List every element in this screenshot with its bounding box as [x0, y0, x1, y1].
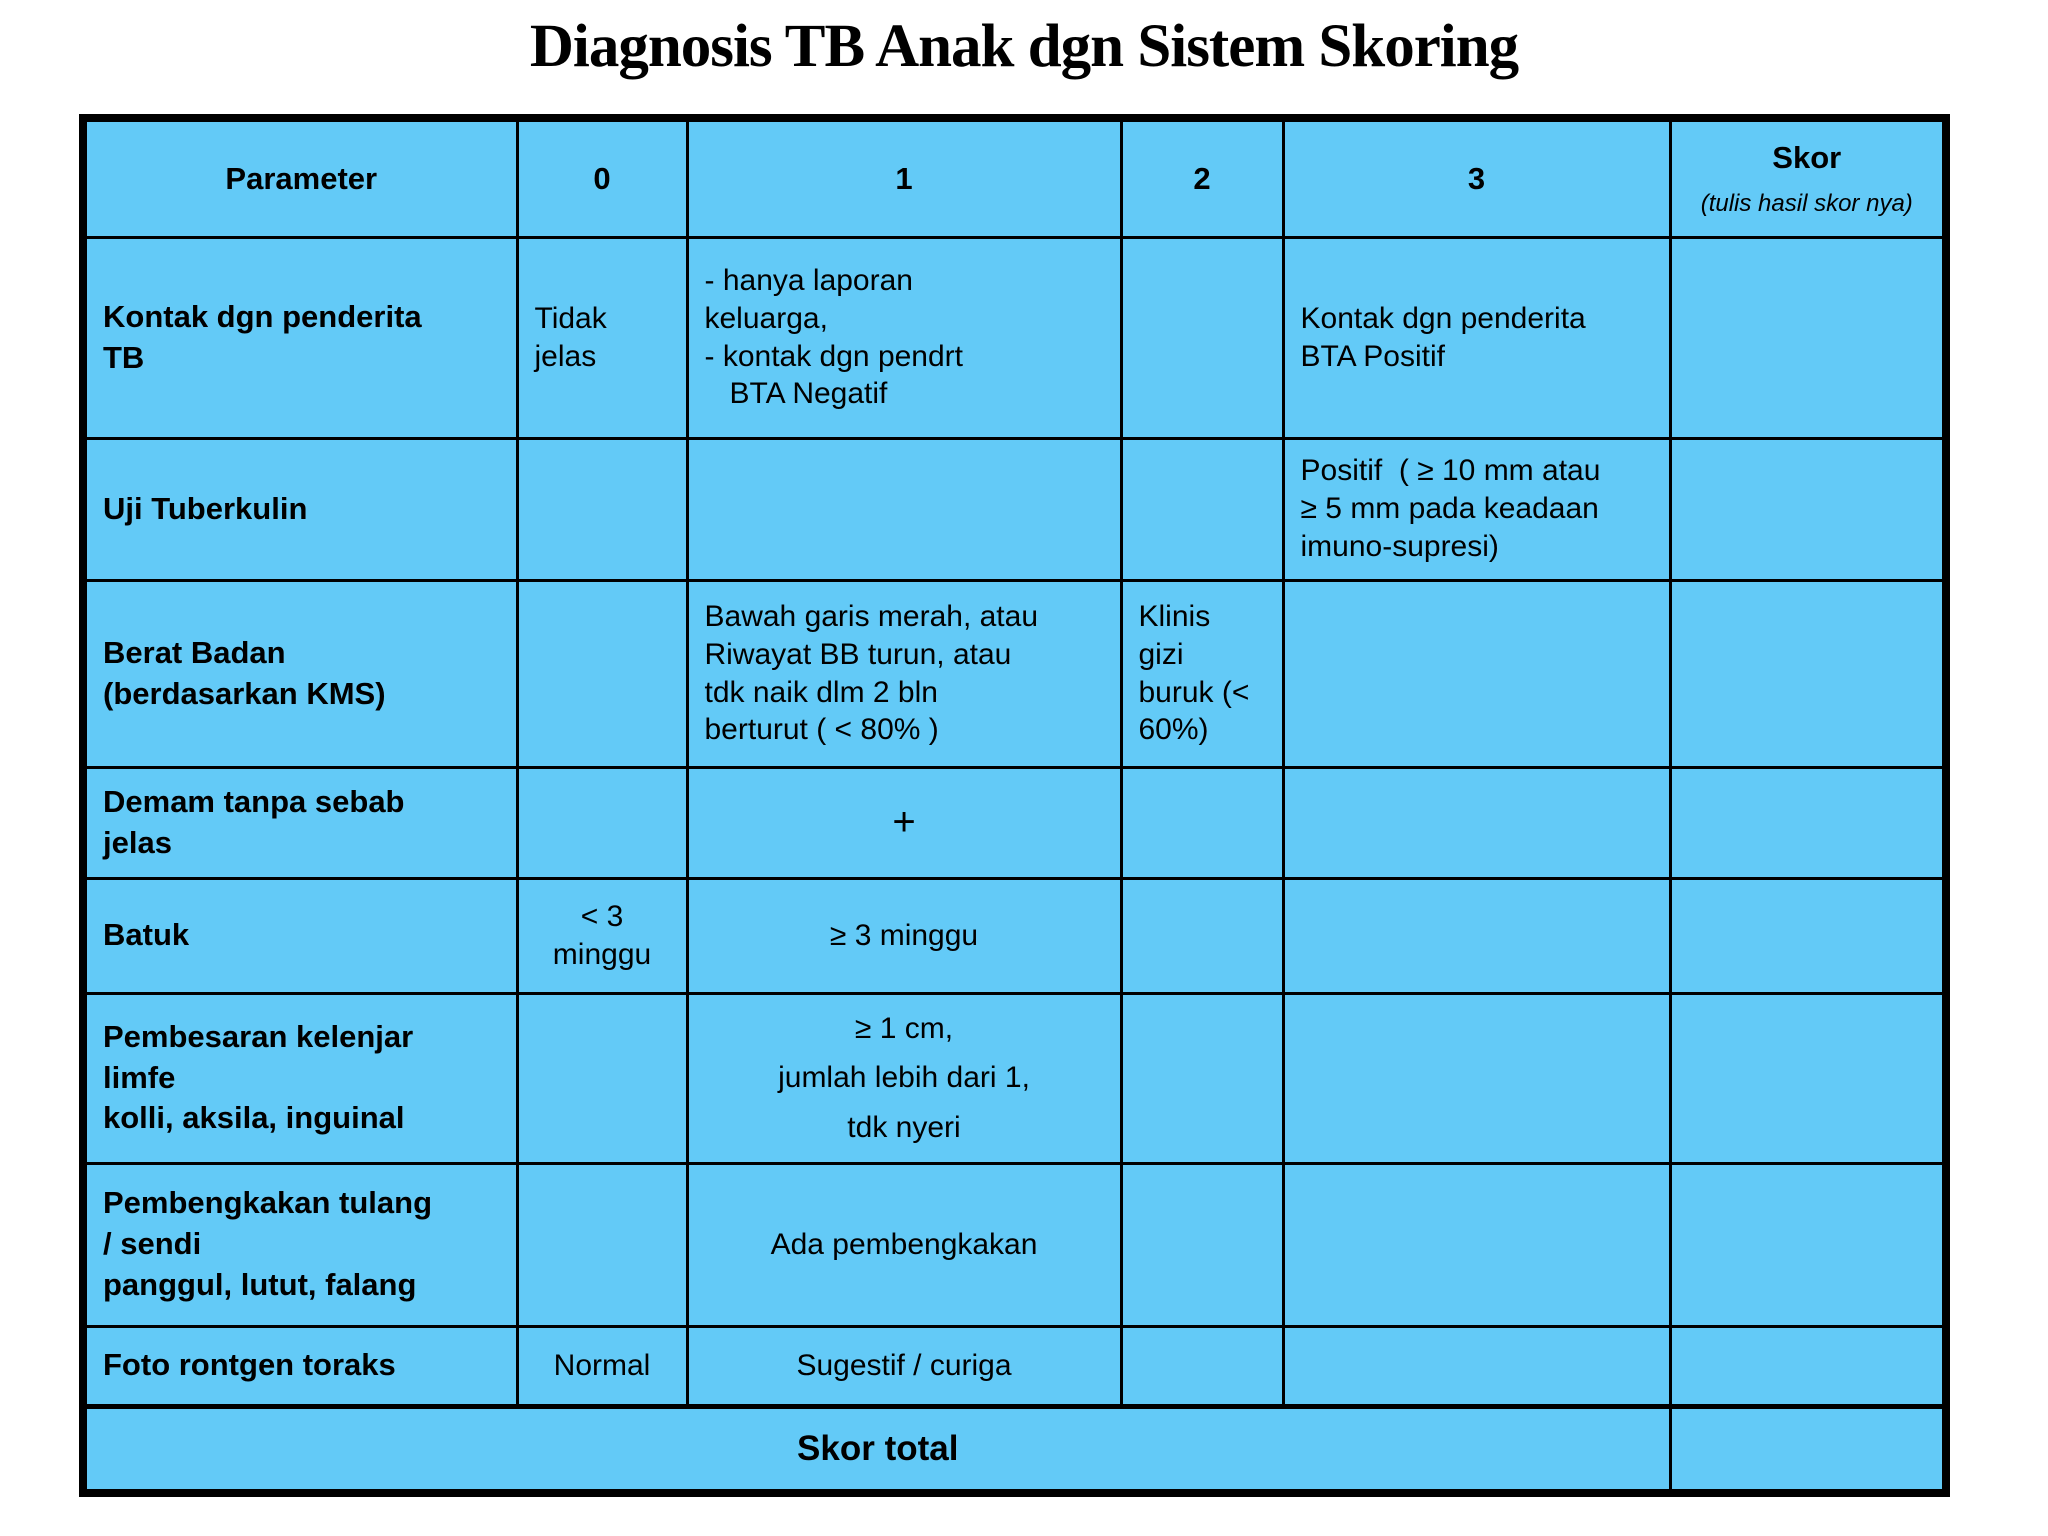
cell-limfe-score0 — [515, 991, 689, 1165]
cell-kontak-score2 — [1119, 235, 1285, 440]
cell-limfe-score3 — [1281, 991, 1672, 1165]
cell-demam-score3 — [1281, 765, 1672, 880]
skor-total-label: Skor total — [81, 1403, 1672, 1495]
cell-demam-score0 — [515, 765, 689, 880]
row-uji-tuberkulin: Uji Tuberkulin Positif ( ≥ 10 mm atau ≥ … — [81, 436, 1948, 582]
cell-demam-score1: + — [685, 765, 1123, 880]
cell-tulang-score3 — [1281, 1161, 1672, 1328]
header-parameter: Parameter — [81, 116, 519, 239]
cell-tulang-skor — [1668, 1161, 1948, 1328]
cell-foto-score1: Sugestif / curiga — [685, 1324, 1123, 1408]
header-score-1: 1 — [685, 116, 1123, 239]
cell-kontak-score1: - hanya laporan keluarga, - kontak dgn p… — [685, 235, 1123, 440]
cell-foto-score2 — [1119, 1324, 1285, 1408]
param-berat-badan: Berat Badan (berdasarkan KMS) — [81, 578, 519, 769]
param-batuk: Batuk — [81, 876, 519, 995]
cell-kontak-score3: Kontak dgn penderita BTA Positif — [1281, 235, 1672, 440]
row-kontak-tb: Kontak dgn penderita TB Tidak jelas - ha… — [81, 235, 1948, 440]
cell-uji-score2 — [1119, 436, 1285, 582]
cell-batuk-score3 — [1281, 876, 1672, 995]
header-skor: Skor (tulis hasil skor nya) — [1668, 116, 1948, 239]
cell-uji-score1 — [685, 436, 1123, 582]
cell-batuk-score1: ≥ 3 minggu — [685, 876, 1123, 995]
cell-uji-score3: Positif ( ≥ 10 mm atau ≥ 5 mm pada keada… — [1281, 436, 1672, 582]
row-kelenjar-limfe: Pembesaran kelenjar limfe kolli, aksila,… — [81, 991, 1948, 1165]
cell-total-skor — [1668, 1403, 1948, 1495]
header-row: Parameter 0 1 2 3 Skor (tulis hasil skor … — [81, 116, 1948, 239]
header-score-2: 2 — [1119, 116, 1285, 239]
cell-berat-skor — [1668, 578, 1948, 769]
page-title: Diagnosis TB Anak dgn Sistem Skoring — [529, 13, 1519, 80]
param-foto-rontgen: Foto rontgen toraks — [81, 1324, 519, 1408]
header-score-3: 3 — [1281, 116, 1672, 239]
cell-berat-score2: Klinis gizi buruk (< 60%) — [1119, 578, 1285, 769]
cell-tulang-score2 — [1119, 1161, 1285, 1328]
cell-berat-score3 — [1281, 578, 1672, 769]
param-pembengkakan-tulang: Pembengkakan tulang / sendi panggul, lut… — [81, 1161, 519, 1328]
header-skor-title: Skor — [1772, 140, 1842, 176]
row-pembengkakan-tulang: Pembengkakan tulang / sendi panggul, lut… — [81, 1161, 1948, 1328]
row-skor-total: Skor total — [81, 1403, 1948, 1495]
cell-batuk-skor — [1668, 876, 1948, 995]
row-demam: Demam tanpa sebab jelas + — [81, 765, 1948, 880]
row-foto-rontgen: Foto rontgen toraks Normal Sugestif / cu… — [81, 1324, 1948, 1408]
cell-foto-score3 — [1281, 1324, 1672, 1408]
scoring-table: Parameter 0 1 2 3 Skor (tulis hasil skor … — [79, 114, 1950, 1497]
cell-tulang-score0 — [515, 1161, 689, 1328]
header-skor-note: (tulis hasil skor nya) — [1700, 190, 1913, 218]
cell-limfe-score2 — [1119, 991, 1285, 1165]
cell-uji-score0 — [515, 436, 689, 582]
cell-kontak-skor — [1668, 235, 1948, 440]
param-uji-tuberkulin: Uji Tuberkulin — [81, 436, 519, 582]
cell-limfe-score1: ≥ 1 cm, jumlah lebih dari 1, tdk nyeri — [685, 991, 1123, 1165]
cell-foto-skor — [1668, 1324, 1948, 1408]
cell-foto-score0: Normal — [515, 1324, 689, 1408]
row-batuk: Batuk < 3 minggu ≥ 3 minggu — [81, 876, 1948, 995]
cell-demam-skor — [1668, 765, 1948, 880]
param-demam: Demam tanpa sebab jelas — [81, 765, 519, 880]
cell-kontak-score0: Tidak jelas — [515, 235, 689, 440]
header-score-0: 0 — [515, 116, 689, 239]
cell-uji-skor — [1668, 436, 1948, 582]
param-kelenjar-limfe: Pembesaran kelenjar limfe kolli, aksila,… — [81, 991, 519, 1165]
scoring-table-container: Parameter 0 1 2 3 Skor (tulis hasil skor … — [79, 114, 1950, 1497]
cell-batuk-score0: < 3 minggu — [515, 876, 689, 995]
cell-limfe-skor — [1668, 991, 1948, 1165]
cell-berat-score1: Bawah garis merah, atau Riwayat BB turun… — [685, 578, 1123, 769]
cell-berat-score0 — [515, 578, 689, 769]
param-kontak-tb: Kontak dgn penderita TB — [81, 235, 519, 440]
row-berat-badan: Berat Badan (berdasarkan KMS) Bawah gari… — [81, 578, 1948, 769]
cell-tulang-score1: Ada pembengkakan — [685, 1161, 1123, 1328]
cell-demam-score2 — [1119, 765, 1285, 880]
cell-batuk-score2 — [1119, 876, 1285, 995]
